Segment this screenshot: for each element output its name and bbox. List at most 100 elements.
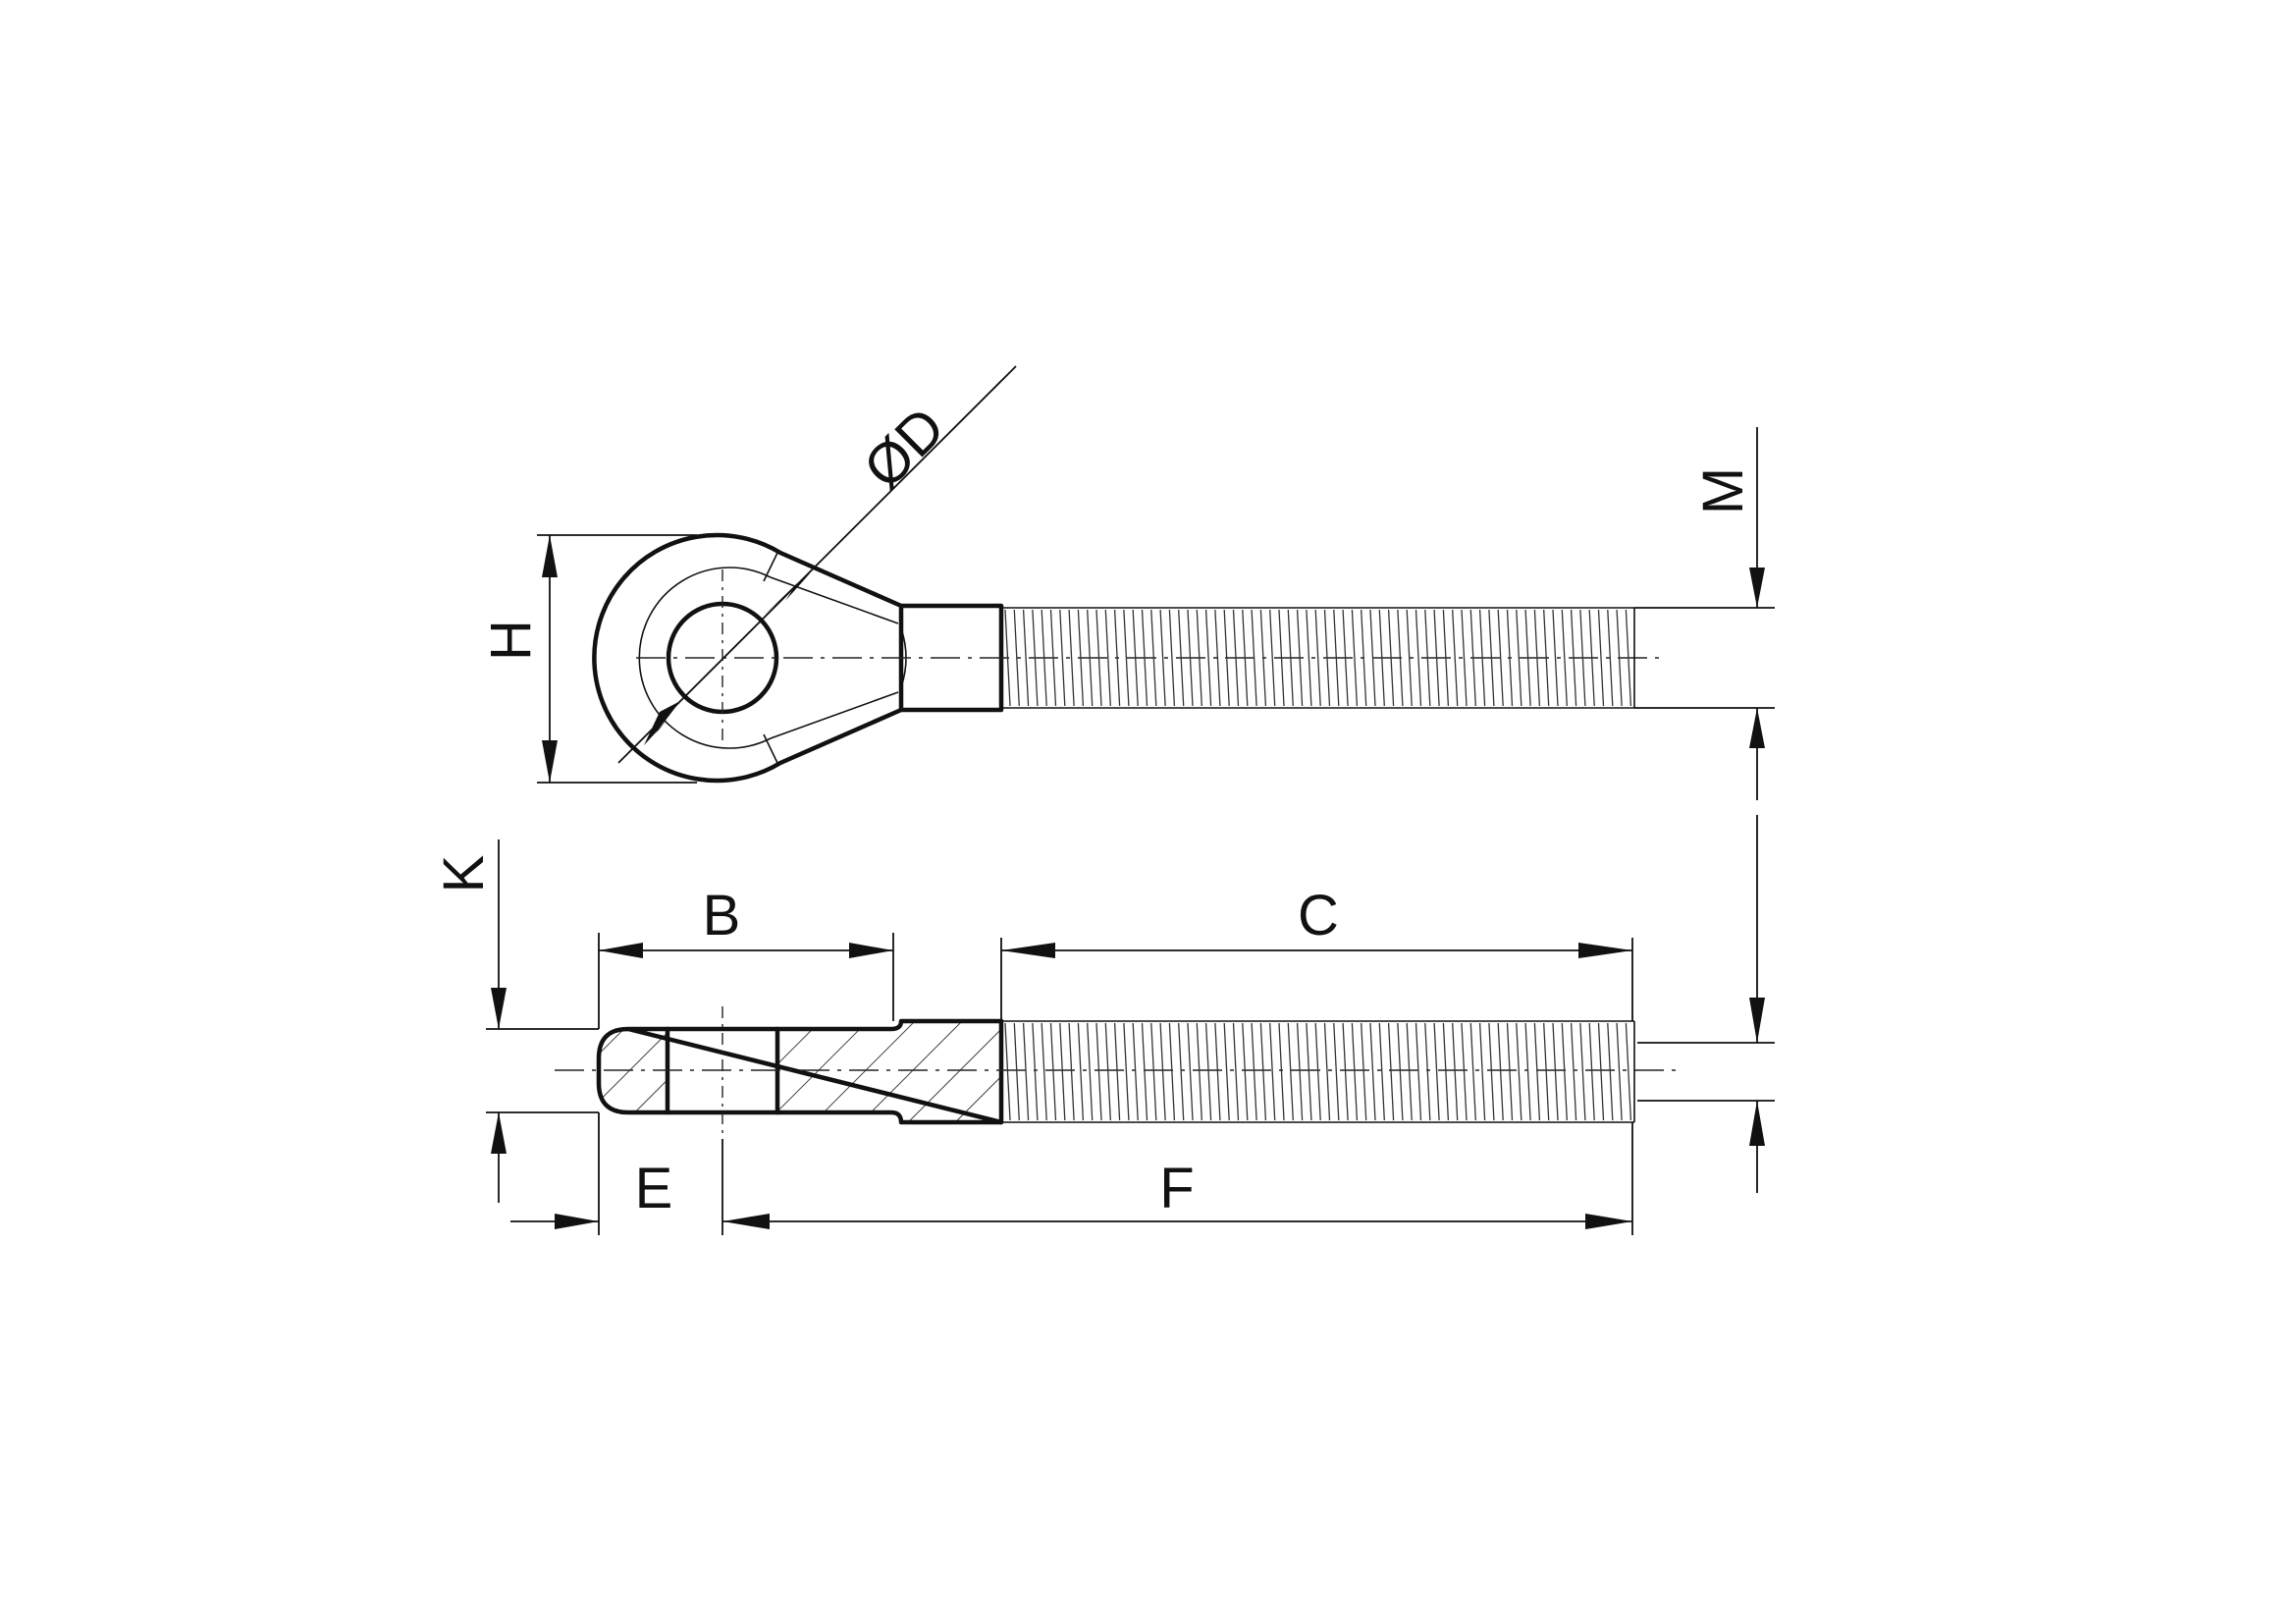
thread-line xyxy=(1323,609,1331,707)
thread-line xyxy=(1570,609,1577,707)
side-view xyxy=(555,1006,1683,1139)
thread-line xyxy=(1196,609,1202,707)
thread-line xyxy=(1232,1022,1240,1121)
thread-line xyxy=(1296,1022,1304,1121)
thread-line xyxy=(1597,1022,1605,1121)
thread-line xyxy=(1287,1022,1294,1121)
thickness-dimension: K xyxy=(432,839,599,1203)
thread-line xyxy=(1333,1022,1340,1121)
thread-line xyxy=(1524,1022,1531,1121)
thread-line xyxy=(1306,1022,1312,1121)
thread-line xyxy=(1361,1022,1367,1121)
thread-line xyxy=(1497,609,1504,707)
thread-line xyxy=(1561,1022,1568,1121)
thread-line xyxy=(1397,1022,1404,1121)
thread-line xyxy=(1223,609,1230,707)
thread-line xyxy=(1488,609,1495,707)
thread-line xyxy=(1478,609,1486,707)
thread-length-dimension: C xyxy=(1000,884,1633,1021)
thread-line xyxy=(1442,609,1450,707)
eye-inner-flat-bottom xyxy=(770,691,899,739)
thread-line xyxy=(1516,609,1522,707)
thread-line xyxy=(1351,1022,1359,1121)
thread-line xyxy=(1251,1022,1257,1121)
thread-line xyxy=(1187,609,1194,707)
eye-tangent-mark-top xyxy=(763,552,778,582)
thread-line xyxy=(1259,609,1267,707)
thread-line xyxy=(1232,609,1240,707)
thread-line xyxy=(1397,609,1404,707)
thread-line xyxy=(1032,609,1039,707)
thread-line xyxy=(1378,609,1385,707)
thread-line xyxy=(1616,1022,1623,1121)
thread-line xyxy=(1497,1022,1504,1121)
thread-line xyxy=(1022,1022,1030,1121)
shank-length-dimension: B xyxy=(598,884,894,1029)
thread-line xyxy=(1533,1022,1541,1121)
thread-line xyxy=(1442,1022,1450,1121)
thread-line xyxy=(1469,609,1476,707)
thread-line xyxy=(1415,1022,1422,1121)
top-view xyxy=(592,532,1659,784)
eye-inner-flat-top xyxy=(770,576,899,624)
thread-line xyxy=(1204,1022,1212,1121)
thread-pitch-lines-side xyxy=(1004,1022,1632,1121)
thread-line xyxy=(1077,1022,1085,1121)
thread-minor-dimension xyxy=(1637,815,1775,1193)
thread-line xyxy=(1013,1022,1020,1121)
thread-line xyxy=(1187,1022,1194,1121)
thread-line xyxy=(1095,609,1102,707)
thread-line xyxy=(1461,1022,1468,1121)
thread-line xyxy=(1068,609,1075,707)
thread-line xyxy=(1306,609,1312,707)
thread-line xyxy=(1452,1022,1459,1121)
thread-line xyxy=(1607,609,1614,707)
thread-line xyxy=(1369,1022,1376,1121)
thread-line xyxy=(1178,1022,1185,1121)
thread-line xyxy=(1361,609,1367,707)
thread-line xyxy=(1506,609,1514,707)
thread-line xyxy=(1607,1022,1614,1121)
thread-line xyxy=(1013,609,1020,707)
thread-line xyxy=(1259,1022,1267,1121)
thread-line xyxy=(1506,1022,1514,1121)
thread-line xyxy=(1516,1022,1522,1121)
thread-line xyxy=(1424,609,1431,707)
thread-line xyxy=(1296,609,1304,707)
thread-line xyxy=(1323,1022,1331,1121)
thread-major-dimension: M xyxy=(1634,427,1775,800)
thread-line xyxy=(1588,609,1595,707)
thread-line xyxy=(1095,1022,1102,1121)
thread-line xyxy=(1113,1022,1121,1121)
thread-line xyxy=(1123,609,1130,707)
thread-line xyxy=(1625,609,1632,707)
thread-line xyxy=(1387,609,1395,707)
thread-line xyxy=(1141,1022,1148,1121)
thread-line xyxy=(1406,1022,1413,1121)
thread-line xyxy=(1278,609,1285,707)
thread-line xyxy=(1461,609,1468,707)
thread-pitch-lines-top xyxy=(1004,609,1632,707)
thread-line xyxy=(1415,609,1422,707)
thread-line xyxy=(1087,1022,1094,1121)
overall-length-dimension: F xyxy=(722,1122,1633,1235)
thread-line xyxy=(1342,609,1349,707)
thread-line xyxy=(1287,609,1294,707)
thread-line xyxy=(1588,1022,1595,1121)
thread-line xyxy=(1269,1022,1276,1121)
thread-line xyxy=(1077,609,1085,707)
thread-line xyxy=(1433,1022,1440,1121)
thread-length-label: C xyxy=(1298,884,1339,947)
thread-line xyxy=(1278,1022,1285,1121)
thread-line xyxy=(1314,609,1321,707)
thread-line xyxy=(1104,1022,1111,1121)
thread-line xyxy=(1032,1022,1039,1121)
thread-line xyxy=(1214,609,1221,707)
head-section-outline xyxy=(596,1018,1004,1125)
thread-line xyxy=(1433,609,1440,707)
thread-line xyxy=(1204,609,1212,707)
thread-line xyxy=(1068,1022,1075,1121)
thread-line xyxy=(1342,1022,1349,1121)
thread-line xyxy=(1369,609,1376,707)
